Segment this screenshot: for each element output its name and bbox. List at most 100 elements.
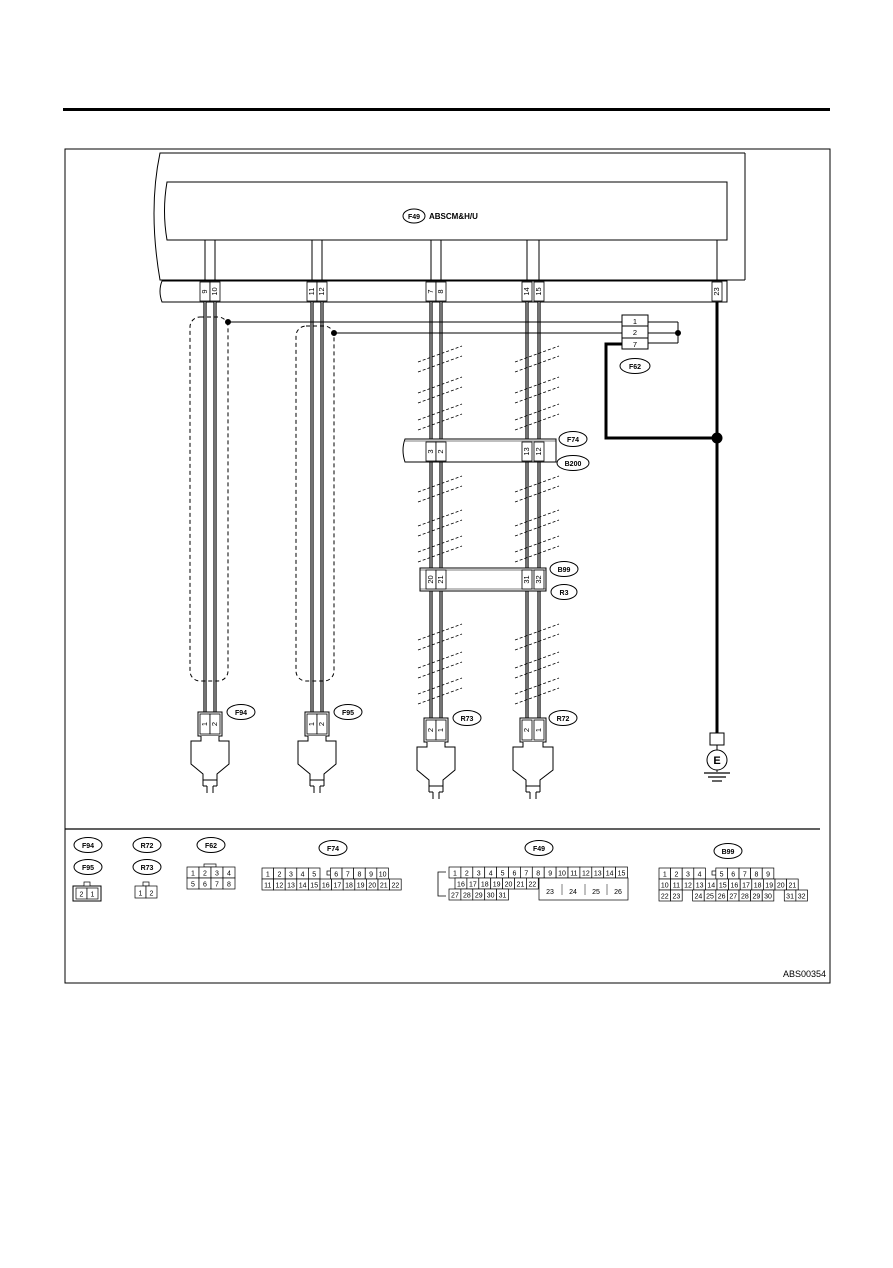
b99_bottom-30: 30 [764,894,772,901]
f74_bottom-13: 13 [287,883,295,890]
module-pin-15: 15 [534,287,543,295]
module-pin-23: 23 [712,287,721,295]
f94-code: F94 [235,710,247,717]
b99_top-8: 8 [754,872,758,879]
f49_mid-17: 17 [469,882,477,889]
f49_bottom-28: 28 [463,893,471,900]
f62-code: F62 [629,364,641,371]
f74_bottom-21: 21 [380,883,388,890]
b99_mid-14: 14 [707,883,715,890]
f95-pin-2: 2 [317,722,326,726]
b99_top-7: 7 [743,872,747,879]
f74_bottom-18: 18 [345,883,353,890]
b99_bottom-26: 26 [718,894,726,901]
r72-code: R72 [557,716,570,723]
b99_bottom-31: 31 [786,894,794,901]
f74_bottom-12: 12 [276,883,284,890]
f74_top-10: 10 [379,872,387,879]
b99_bottom-22: 22 [661,894,669,901]
r73-pin-2: 2 [426,728,435,732]
b99_top-1: 1 [663,872,667,879]
f49_top-1: 1 [453,871,457,878]
f49_mid-19: 19 [493,882,501,889]
f74_top-6: 6 [334,872,338,879]
f49_top-5: 5 [501,871,505,878]
b99_top-6: 6 [731,872,735,879]
r73-code: R73 [461,716,474,723]
b99_mid-12: 12 [684,883,692,890]
f74_bottom-16: 16 [322,883,330,890]
r72_r73-2: 2 [150,891,154,898]
b99_bottom-24: 24 [695,894,703,901]
f62_top-2: 2 [203,871,207,878]
ref-f49: F49 [533,846,545,853]
shield-drain-wires [225,319,681,344]
f49_mid_right-24: 24 [569,889,577,896]
ref-f74: F74 [327,846,339,853]
b99_top-5: 5 [720,872,724,879]
module-pin-7: 7 [426,289,435,293]
f62_bottom-7: 7 [215,882,219,889]
b99_mid-19: 19 [765,883,773,890]
f74_top-8: 8 [357,872,361,879]
header-rule [63,108,830,111]
module-pin-11: 11 [307,288,316,296]
f74_top-7: 7 [346,872,350,879]
f62_top-1: 1 [191,871,195,878]
f49_top-12: 12 [582,871,590,878]
f49_bottom-31: 31 [499,893,507,900]
f49_mid-20: 20 [505,882,513,889]
f49_mid_right-25: 25 [592,889,600,896]
f62_bottom-8: 8 [227,882,231,889]
b99_mid-17: 17 [742,883,750,890]
f94_f95-1: 1 [91,892,95,899]
diagram-frame [64,148,831,984]
joint-connector-f62: 1 2 7 F62 [619,314,651,374]
f74_top-2: 2 [277,872,281,879]
module-code: F49 [408,214,420,221]
sensor-callouts: F94 F95 R73 R72 [226,704,578,726]
module-pin-12: 12 [317,287,326,295]
f49_bottom-30: 30 [487,893,495,900]
f74_bottom-22: 22 [392,883,400,890]
b99_mid-15: 15 [719,883,727,890]
b99_bottom-27: 27 [729,894,737,901]
f74_top-1: 1 [266,872,270,879]
f49_top-14: 14 [606,871,614,878]
f49_top-4: 4 [489,871,493,878]
ref-r73: R73 [141,865,154,872]
ground-label: E [713,755,720,767]
shield-f94 [189,316,229,682]
b99_bottom-23: 23 [673,894,681,901]
ref-f62: F62 [205,843,217,850]
f49_top-13: 13 [594,871,602,878]
module-pin-8: 8 [436,289,445,293]
b99_mid-18: 18 [754,883,762,890]
ref-r72: R72 [141,843,154,850]
f74_top-5: 5 [312,872,316,879]
b200-code: B200 [565,461,582,468]
module-internal-leads [204,240,718,281]
r72-pin-1: 1 [534,728,543,732]
f95-code: F95 [342,710,354,717]
f62-pin-2: 2 [633,328,637,337]
module-name: ABSCM&H/U [429,212,478,221]
f49_top-15: 15 [618,871,626,878]
b99-pin-32: 32 [534,575,543,583]
r72-pin-2: 2 [522,728,531,732]
f94_f95-2: 2 [80,892,84,899]
f49_mid_right-26: 26 [614,889,622,896]
f74_top-4: 4 [301,872,305,879]
b99_bottom-28: 28 [741,894,749,901]
f49_top-2: 2 [465,871,469,878]
abscm-module: F49 ABSCM&H/U [153,152,746,303]
r3-code: R3 [560,590,569,597]
ref-f95: F95 [82,865,94,872]
b99_bottom-25: 25 [706,894,714,901]
